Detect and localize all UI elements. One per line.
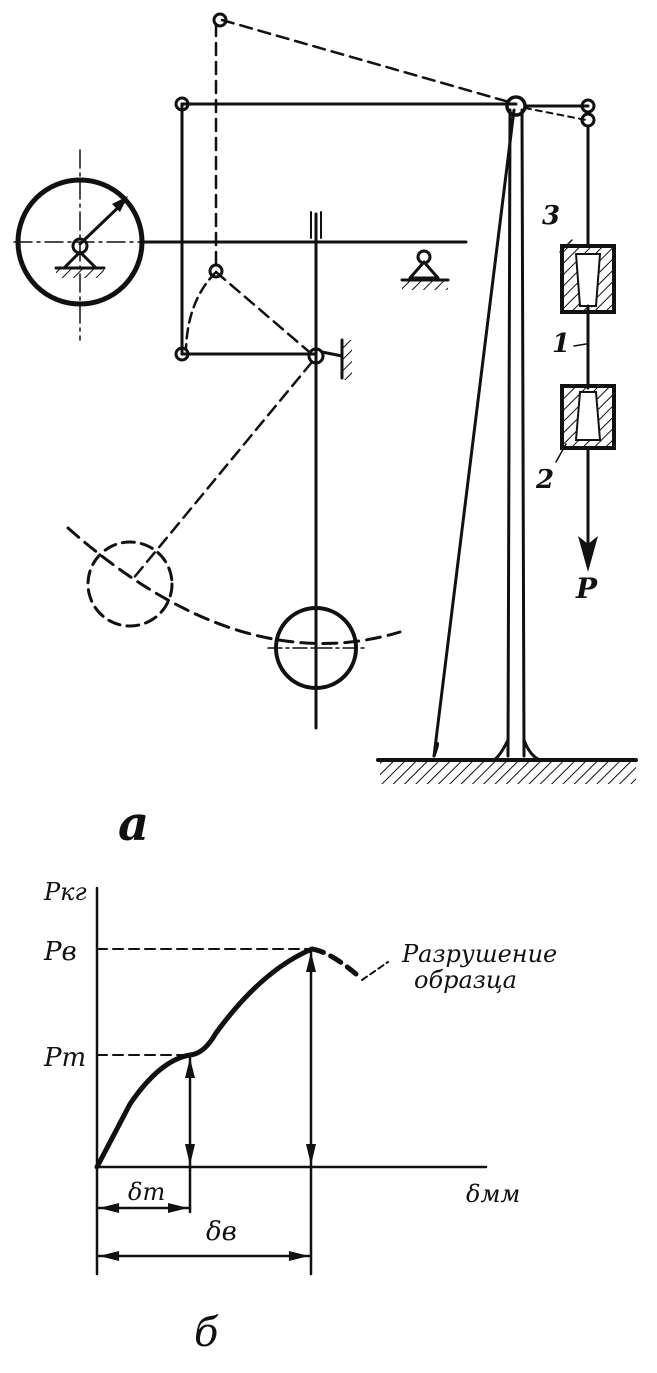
label-specimen: 1 xyxy=(552,329,570,359)
figure-a: 3 1 2 P а xyxy=(13,12,638,852)
caption-a: а xyxy=(118,796,149,852)
force-arrowhead xyxy=(578,536,598,572)
axis-x-label: δмм xyxy=(466,1180,520,1208)
pendulum xyxy=(267,211,365,730)
label-force: P xyxy=(575,572,598,605)
machine-base xyxy=(376,758,638,784)
annotation-line-2: образца xyxy=(414,966,517,994)
label-grip-top: 3 xyxy=(542,201,560,231)
tick-y-high: Pв xyxy=(43,937,77,967)
deflected-linkage xyxy=(184,12,518,358)
caption-b: б xyxy=(194,1310,219,1356)
curve-fracture xyxy=(309,946,359,977)
machine-column xyxy=(432,95,596,762)
dim-long-label: δв xyxy=(206,1217,237,1247)
label-grip-bottom: 2 xyxy=(535,465,554,495)
curve-main xyxy=(94,946,315,1170)
linkage-frame xyxy=(174,96,518,362)
dim-short-label: δт xyxy=(128,1178,165,1206)
axis-y-label: Pкг xyxy=(43,878,87,906)
tick-y-low: Pт xyxy=(43,1043,86,1073)
deflected-pendulum xyxy=(66,360,402,645)
specimen-assembly xyxy=(555,124,616,572)
figure-b: Pкг Pв Pт δмм δт δв Разрушение образца б xyxy=(43,878,557,1356)
beam-support xyxy=(400,249,450,290)
annotation-leader xyxy=(361,961,389,981)
annotation-line-1: Разрушение xyxy=(401,940,557,968)
dial-wheel xyxy=(13,149,146,341)
dial-pointer-arrowhead xyxy=(112,196,128,212)
